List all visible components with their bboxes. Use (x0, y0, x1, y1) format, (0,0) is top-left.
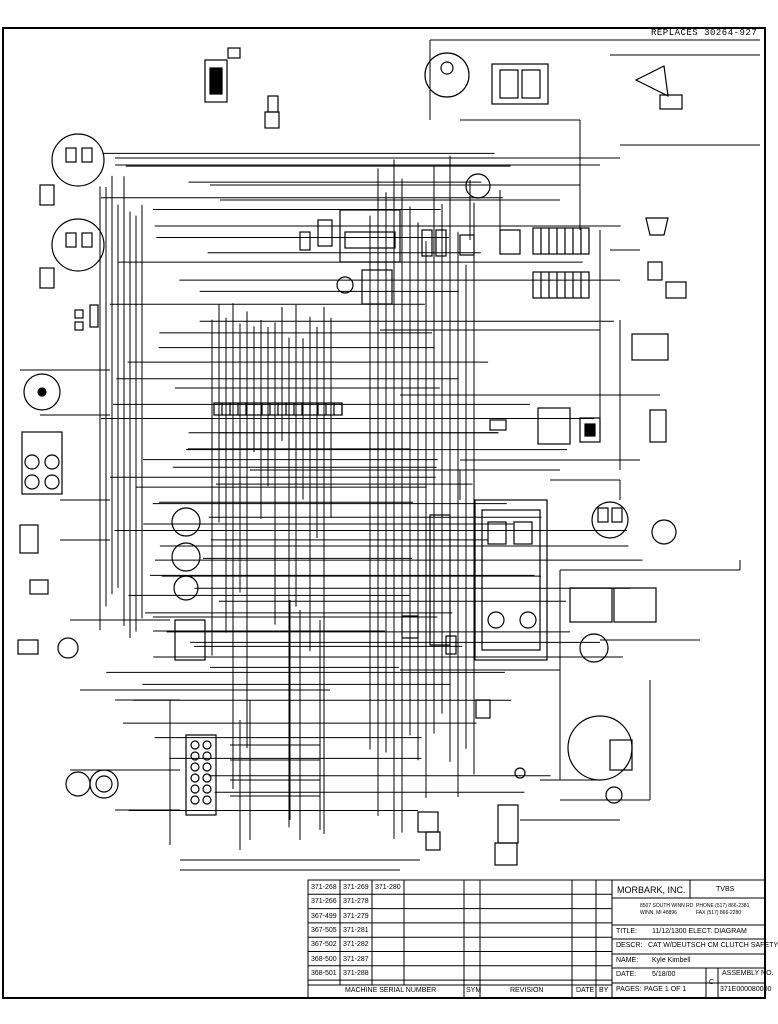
serial-cell: 371-282 (343, 941, 369, 949)
descr-value: CAT W/DEUTSCH CM CLUTCH SAFETY (648, 942, 778, 949)
pages-label: PAGES: (616, 986, 642, 993)
keypad-button (190, 740, 200, 750)
serial-cell: 368-500 (311, 955, 337, 963)
serial-cell: 371-269 (343, 884, 369, 891)
sheet-size: C (709, 979, 715, 986)
title-label: TITLE: (616, 928, 638, 935)
title-block-code: TVBS (716, 886, 735, 893)
rev-col-sym: SYM (466, 987, 482, 994)
light-left (17, 637, 79, 659)
relay-panel-center (299, 209, 401, 305)
keypad (185, 734, 217, 816)
keypad-button (202, 740, 212, 750)
serial-cell: 371-266 (311, 898, 337, 906)
components (17, 47, 687, 866)
keypad-button (190, 795, 200, 805)
serial-cell: 368-501 (311, 969, 337, 977)
switch-left (19, 524, 49, 595)
top-right-horn (634, 65, 683, 110)
serial-table-footer: MACHINE SERIAL NUMBER (345, 987, 437, 994)
relay-block-left (21, 431, 63, 495)
title-value: 11/12/1300 ELECT. DIAGRAM (652, 928, 747, 935)
terminal-strip-lower (532, 271, 590, 299)
keypad-button (190, 751, 200, 761)
company-fax: FAX (517) 866-2280 (696, 910, 742, 916)
keypad-button (202, 751, 212, 761)
keypad-button (202, 773, 212, 783)
work-light-right (645, 217, 687, 299)
keypad-button (202, 784, 212, 794)
company-name: MORBARK, INC. (617, 885, 686, 895)
company-address-2: WINN, MI 48896 (640, 910, 677, 916)
wire-harness (20, 39, 760, 871)
keypad-button (190, 762, 200, 772)
right-gauges (514, 633, 633, 804)
keypad-button (190, 773, 200, 783)
fan-motor (23, 373, 61, 411)
right-switch-group (591, 501, 677, 545)
rev-col-date: DATE (576, 987, 595, 994)
pressure-switch (465, 173, 491, 199)
serial-cell: 367-505 (311, 926, 337, 934)
terminal-strip-upper (532, 227, 590, 255)
beacon-lights-left (65, 769, 119, 799)
serial-cell: 371-280 (375, 884, 401, 891)
date-value: 5/18/00 (652, 971, 676, 978)
serial-cell: 367-502 (311, 941, 337, 949)
descr-label: DESCR: (616, 942, 643, 949)
gauge-group (171, 507, 206, 661)
title-block-grid (307, 879, 766, 999)
serial-cell: 371-279 (343, 912, 369, 920)
rev-col-revision: REVISION (510, 987, 544, 994)
serial-cell: 371-278 (343, 898, 369, 906)
serial-cell: 371-287 (343, 955, 369, 963)
serial-cell: 371-268 (311, 884, 337, 891)
keypad-button (190, 784, 200, 794)
company-address-1: 8507 SOUTH WINN RD (640, 903, 694, 909)
right-connector (631, 333, 669, 443)
assembly-value: 371E000080000 (720, 986, 772, 993)
relay-center-right (421, 229, 521, 257)
name-label: NAME: (616, 957, 639, 964)
serial-cell: 371-281 (343, 926, 369, 934)
assembly-label: ASSEMBLY NO. (722, 970, 774, 977)
company-phone: PHONE (517) 866-2381 (696, 903, 750, 909)
drawing-border (2, 27, 766, 999)
left-sensor-group (39, 133, 105, 331)
keypad-button (202, 762, 212, 772)
pages-value: PAGE 1 OF 1 (644, 986, 687, 993)
controller-module (489, 407, 601, 445)
junction-box (401, 499, 548, 661)
keypad-button (202, 795, 212, 805)
rev-col-by: BY (599, 987, 609, 994)
replaces-note: REPLACES 30264-927 (651, 28, 758, 38)
serial-cell: 371-288 (343, 969, 369, 977)
name-value: Kyle Kimbell (652, 957, 691, 964)
serial-cell: 367-499 (311, 912, 337, 920)
bottom-center-components (417, 635, 519, 866)
top-right-alternator (424, 52, 549, 105)
top-switch-component (204, 47, 280, 129)
batteries (569, 587, 657, 623)
date-label: DATE: (616, 971, 637, 978)
